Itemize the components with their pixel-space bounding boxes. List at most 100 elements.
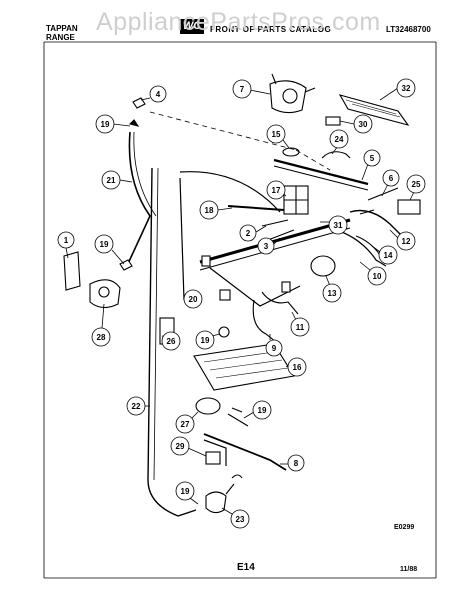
callout-15: 15 — [266, 124, 290, 149]
part-drawings — [63, 73, 421, 517]
manifold-pipe-drawing — [273, 158, 369, 186]
callout-7-label: 7 — [240, 85, 245, 94]
callout-16: 16 — [285, 357, 307, 377]
burner-tube-drawing — [199, 218, 351, 264]
callout-14-label: 14 — [384, 251, 393, 260]
callout-25-label: 23 — [236, 515, 245, 524]
callout-33-label: 31 — [334, 221, 343, 230]
callout-27-label: 25 — [412, 180, 421, 189]
brand-name: TAPPAN RANGE — [46, 24, 78, 42]
callout-23: 21 — [101, 170, 133, 190]
callout-26: 24 — [329, 129, 349, 155]
callout-26-label: 24 — [335, 135, 344, 144]
callout-16-label: 16 — [293, 363, 302, 372]
motor-drawing — [89, 279, 121, 309]
callout-11: 11 — [290, 311, 310, 337]
callout-32: 30 — [339, 114, 373, 134]
callout-13: 13 — [322, 275, 342, 303]
callout-29: 27 — [175, 411, 199, 434]
callout-10: 10 — [359, 261, 387, 286]
callout-21: 19 — [243, 400, 272, 420]
callout-22: 20 — [183, 289, 203, 309]
callout-19a: 19 — [95, 114, 131, 134]
callout-17-label: 17 — [272, 186, 281, 195]
callout-21-label: 19 — [258, 406, 267, 415]
pressure-regulator-drawing — [269, 73, 316, 114]
callout-31-label: 29 — [176, 442, 185, 451]
callout-34: 32 — [379, 78, 416, 101]
callout-20-label: 19 — [201, 336, 210, 345]
callout-28: 26 — [161, 331, 181, 351]
callout-29-label: 27 — [181, 420, 190, 429]
disc-drawing — [310, 255, 336, 277]
callout-12: 12 — [389, 229, 416, 251]
callout-13-label: 13 — [328, 289, 337, 298]
callout-2-label: 2 — [246, 229, 251, 238]
burner-drawing — [195, 397, 221, 415]
o-ring-drawing — [282, 147, 300, 157]
callout-5-label: 5 — [370, 154, 375, 163]
callout-9-label: 9 — [272, 344, 277, 353]
callout-2: 2 — [239, 224, 267, 242]
orifice-drawing — [132, 97, 146, 109]
wire-drawing — [321, 151, 351, 159]
callout-14: 14 — [371, 245, 398, 265]
callout-17: 17 — [266, 180, 287, 200]
callout-5: 5 — [361, 149, 381, 181]
switch-drawing — [397, 199, 421, 215]
figure-code: E0299 — [394, 524, 415, 531]
callout-23-label: 21 — [107, 176, 116, 185]
callout-19b: 19 — [94, 234, 125, 265]
bracket-drawing — [325, 116, 341, 126]
callouts: 4 19 21 1 19 28 7 32 30 15 24 5 6 25 17 … — [57, 78, 426, 529]
logo-text: WC — [182, 20, 202, 32]
page-id: E14 — [237, 562, 255, 573]
callout-18: 18 — [199, 200, 233, 220]
print-date: 11/88 — [400, 566, 418, 573]
callout-7: 7 — [232, 79, 271, 99]
callout-8: 8 — [280, 454, 305, 472]
callout-33: 31 — [320, 215, 348, 235]
callout-24: 22 — [126, 396, 150, 416]
callout-24-label: 22 — [132, 402, 141, 411]
callout-25: 23 — [221, 507, 250, 529]
callout-4-label: 4 — [156, 90, 161, 99]
callout-19c-label: 19 — [181, 487, 190, 496]
callout-31: 29 — [170, 436, 207, 457]
callout-20: 19 — [195, 330, 221, 350]
callout-6-label: 6 — [389, 174, 394, 183]
watermark: AppliancePartsPros.com — [96, 8, 381, 36]
callout-27: 25 — [406, 174, 426, 201]
callout-34-label: 32 — [402, 84, 411, 93]
callout-19c: 19 — [175, 481, 199, 505]
callout-30-label: 28 — [97, 333, 106, 342]
callout-11-label: 11 — [296, 323, 305, 332]
model-number: LT32468700 — [386, 25, 431, 34]
callout-6: 6 — [381, 169, 400, 197]
callout-3-label: 3 — [264, 242, 269, 251]
callout-4: 4 — [140, 85, 167, 103]
callout-3: 3 — [257, 237, 281, 255]
callout-30: 28 — [91, 303, 111, 347]
callout-1: 1 — [57, 231, 75, 259]
callout-18-label: 18 — [205, 206, 214, 215]
callout-19a-label: 19 — [101, 120, 110, 129]
callout-28-label: 26 — [167, 337, 176, 346]
tube-drawing — [227, 205, 285, 211]
callout-10-label: 10 — [373, 272, 382, 281]
callout-8-label: 8 — [294, 459, 299, 468]
mounting-bracket-drawing — [63, 251, 81, 291]
wci-logo: WC — [180, 19, 204, 34]
section-title: FRONT OF PARTS CATALOG — [210, 25, 332, 34]
heat-shield-drawing — [193, 343, 295, 391]
igniter-drawing — [205, 491, 227, 514]
brand-line-2: RANGE — [46, 33, 75, 42]
callout-19b-label: 19 — [100, 240, 109, 249]
callout-22-label: 20 — [189, 295, 198, 304]
rod-drawing — [203, 433, 287, 471]
callout-9: 9 — [265, 334, 283, 357]
callout-32-label: 30 — [359, 120, 368, 129]
callout-15-label: 15 — [272, 130, 281, 139]
brand-line-1: TAPPAN — [46, 24, 78, 33]
